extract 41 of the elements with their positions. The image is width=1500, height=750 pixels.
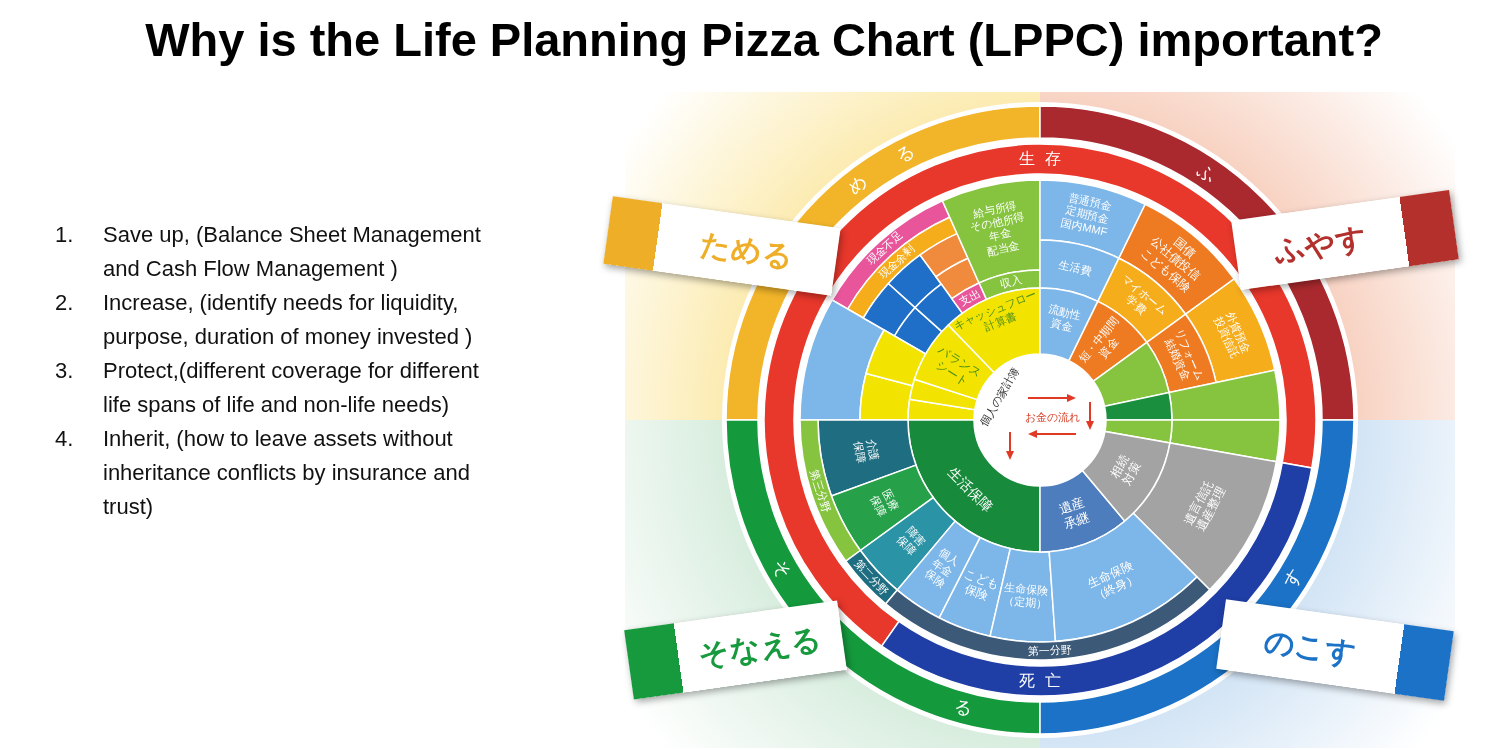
list-item: 1. Save up, (Balance Sheet Management and Cash Flow Management ) bbox=[55, 221, 482, 283]
list-item: 3. Protect,(different coverage for different life spans of life and non-life needs) bbox=[55, 357, 480, 419]
card-label: そなえる bbox=[696, 621, 824, 672]
chart-segment bbox=[919, 232, 970, 278]
segment-label: 第三分野 bbox=[807, 468, 834, 515]
chart-segment bbox=[1168, 369, 1281, 421]
segment-label: 支出 bbox=[956, 286, 983, 310]
segment-label: 介護保障 bbox=[850, 437, 881, 465]
segment-label: 生命保険（定期） bbox=[1002, 581, 1050, 612]
band-label: る bbox=[892, 142, 917, 167]
segment-label: 流動性資金 bbox=[1046, 302, 1083, 335]
segment-label: 医療保障 bbox=[866, 486, 901, 520]
chart-segment bbox=[1103, 419, 1173, 444]
band-label: め bbox=[843, 172, 870, 198]
segment-label: 相続対策 bbox=[1107, 451, 1145, 488]
band-label: そ bbox=[769, 556, 795, 582]
chart-segment bbox=[799, 299, 886, 422]
chart-segment bbox=[865, 329, 927, 387]
segment-label: こども保険 bbox=[961, 566, 1002, 606]
segment-label: 収入 bbox=[998, 273, 1023, 291]
band-label: す bbox=[1280, 565, 1306, 591]
list-item: 4. Inherit, (how to leave assets without inheritance conflicts by insurance and trust) bbox=[55, 425, 471, 521]
card-label: ふやす bbox=[1271, 220, 1369, 267]
chart-segment bbox=[859, 372, 914, 422]
segment-label: 第一分野 bbox=[1027, 643, 1073, 659]
band-label: ふ bbox=[1194, 160, 1220, 186]
segment-label: 第二分野 bbox=[851, 556, 891, 599]
center-label: お金の流れ bbox=[1024, 411, 1080, 425]
chart-segment bbox=[862, 282, 917, 337]
segment-label: 生命保険（終身） bbox=[1085, 557, 1142, 605]
segment-label: 生活保障 bbox=[944, 464, 996, 516]
card-label: ためる bbox=[698, 226, 796, 273]
band-label: る bbox=[951, 696, 974, 719]
page-title: Why is the Life Planning Pizza Chart (LPPC) important? bbox=[145, 13, 1383, 66]
chart-segment bbox=[1103, 391, 1173, 421]
segment-label: 遺産承継 bbox=[1055, 493, 1092, 533]
band-label: 生存 bbox=[1019, 149, 1071, 169]
card-label: のこす bbox=[1261, 623, 1359, 670]
segment-label: 生活費 bbox=[1057, 257, 1093, 279]
band-label: 死亡 bbox=[1019, 671, 1071, 691]
list-item: 2. Increase, (identify needs for liquidity, purpose, duration of money invested ) bbox=[55, 289, 474, 351]
